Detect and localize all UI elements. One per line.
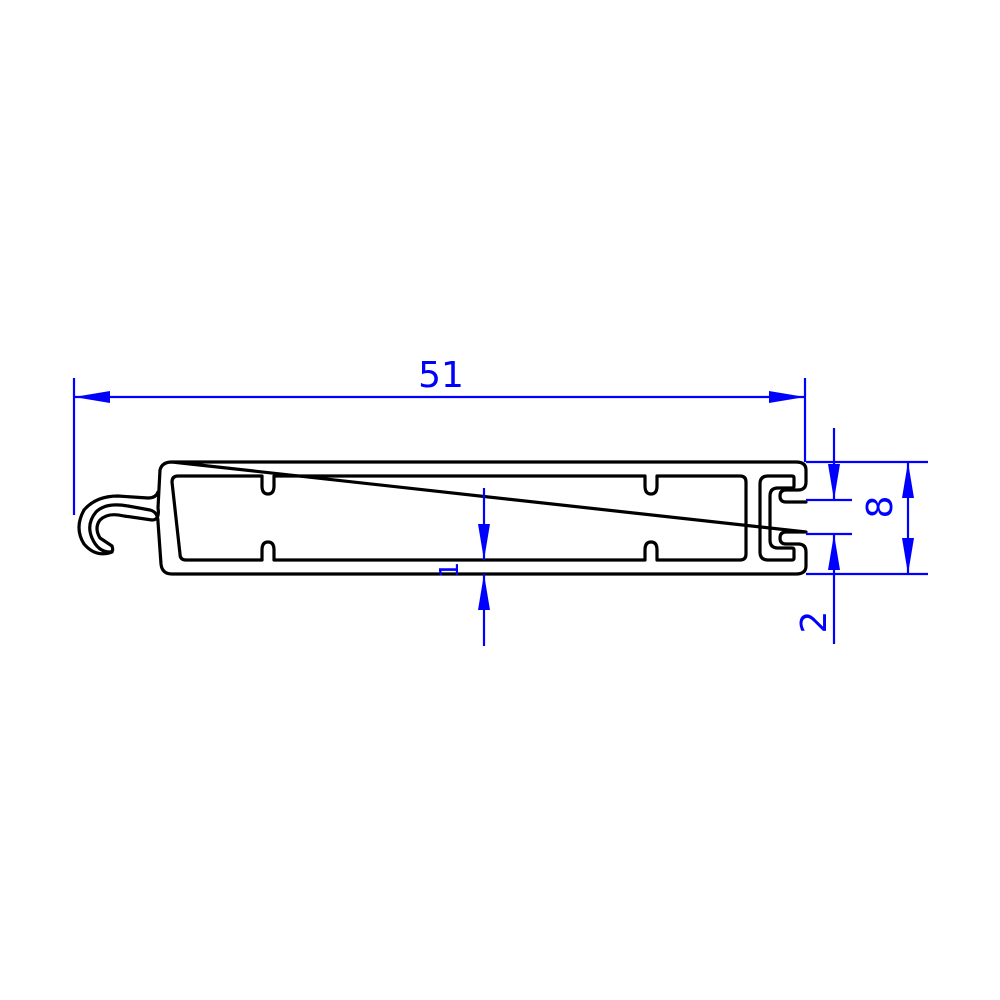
dimension-label-8: 8 [860, 496, 901, 519]
dimension-groove-height: 8 [806, 460, 928, 576]
arrow-lower-1 [478, 574, 490, 610]
arrow-upper-2 [828, 464, 840, 500]
arrow-right [769, 391, 805, 403]
hook-arm [82, 490, 160, 512]
hook-tip [77, 508, 114, 556]
arrow-left [74, 391, 110, 403]
dimension-label-width: 51 [418, 355, 464, 396]
profile-outline [77, 460, 808, 576]
dimension-wall-thickness: 1 [435, 488, 490, 646]
arrow-upper-1 [478, 524, 490, 560]
dimension-label-1: 1 [435, 562, 465, 579]
arrow-lower-2 [828, 534, 840, 570]
arrow-top-8 [902, 462, 914, 498]
arrow-bottom-8 [902, 538, 914, 574]
side-chamber [758, 474, 796, 562]
outer-shell [88, 460, 808, 576]
dimension-lip-height: 2 [794, 428, 852, 644]
dimension-overall-width: 51 [72, 355, 807, 515]
dimension-label-2: 2 [794, 611, 835, 634]
main-chamber [170, 474, 748, 562]
